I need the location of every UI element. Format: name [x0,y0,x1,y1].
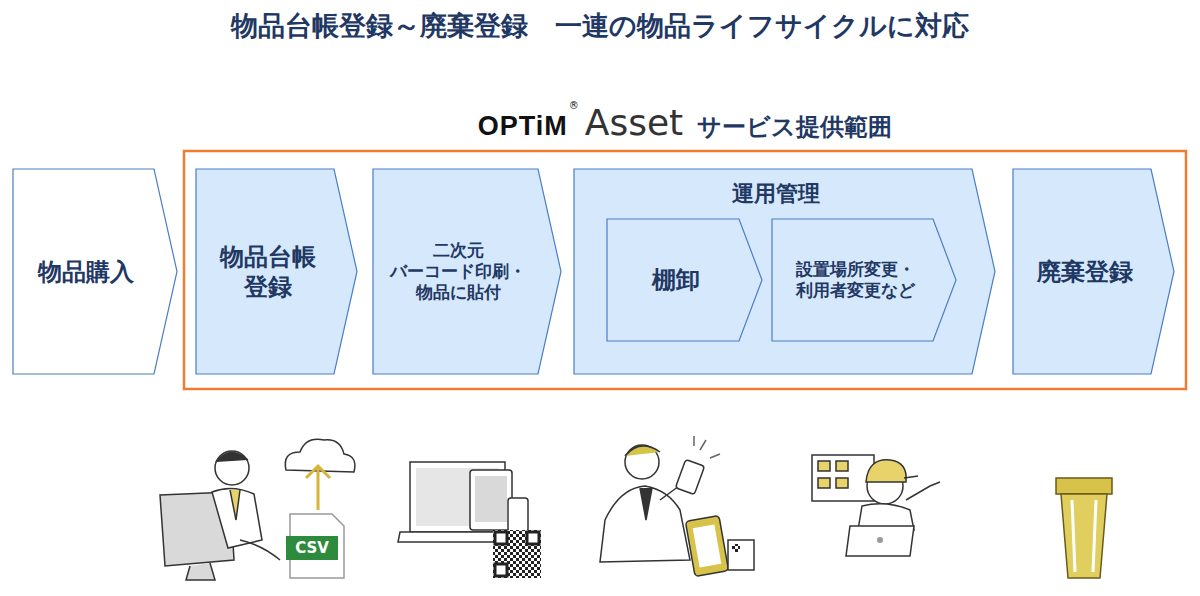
file-label: CSV [295,539,329,558]
diagram-title: 物品台帳登録～廃棄登録 一連の物品ライフサイクルに対応 [0,8,1200,44]
node-text: 廃棄登録 [1037,257,1133,287]
process-chevron: 物品台帳 登録 [195,168,358,375]
node-text-area: 廃棄登録 [1012,168,1175,375]
process-chevron: 二次元 バーコード印刷・ 物品に貼付 [372,168,562,375]
frame-heading: OPTiM® Asset サービス提供範囲 [183,100,1187,145]
service-frame: OPTiM®Assetサービス提供範囲物品台帳 登録二次元 バーコード印刷・ 物… [183,150,1187,390]
scanning-illustration [600,436,754,577]
process-chevron: 棚卸 [606,218,763,342]
management-illustration [812,455,940,556]
node-text: 運用管理 [732,180,820,208]
process-chevron: 運用管理棚卸 設置場所変更・ 利用者変更など [573,168,996,375]
node-text: 物品台帳 登録 [220,242,316,302]
node-text-area: 物品購入 [12,168,178,375]
trash-can-illustration [1056,478,1112,578]
node-text: 物品購入 [38,257,134,287]
node-outline [195,168,358,375]
node-text: Asset [585,100,683,145]
node-text-area: 設置場所変更・ 利用者変更など [771,218,957,342]
node-text: ® [569,100,579,113]
node-text: OPTiM [478,110,568,144]
node-text: 設置場所変更・ 利用者変更など [796,259,915,302]
upload-illustration [160,439,355,580]
devices-illustration [398,462,541,578]
node-text: 二次元 バーコード印刷・ 物品に貼付 [390,240,526,304]
node-text-area: 物品台帳 登録 [195,168,358,375]
node-text: サービス提供範囲 [697,112,892,142]
node-text-area: 棚卸 [606,218,763,342]
process-chevron: 設置場所変更・ 利用者変更など [771,218,957,342]
process-chevron: 廃棄登録 [1012,168,1175,375]
process-chevron: 物品購入 [12,168,178,375]
node-text: 棚卸 [652,265,700,295]
node-text-area: 二次元 バーコード印刷・ 物品に貼付 [372,168,562,375]
